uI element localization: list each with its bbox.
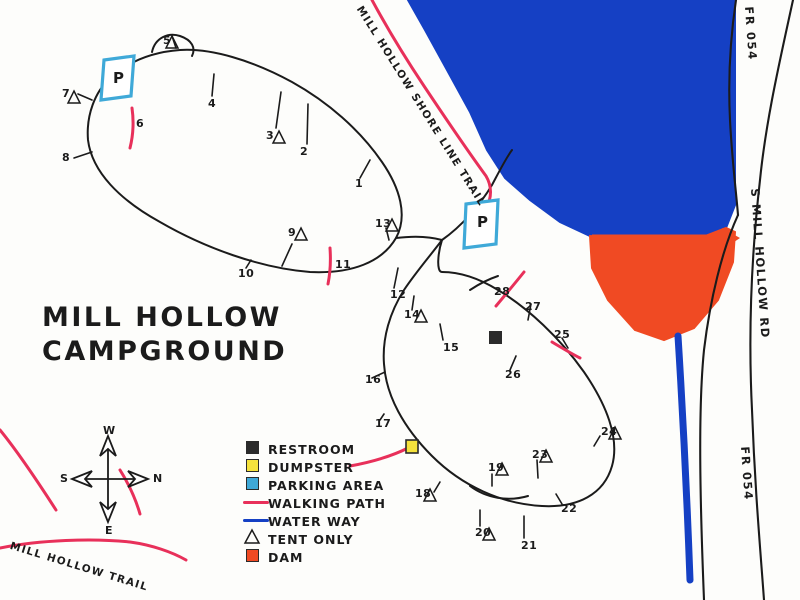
site-label-12: 12	[390, 288, 407, 301]
legend-restroom-swatch	[246, 441, 259, 454]
legend-walking-path-line	[243, 501, 269, 504]
site-label-16: 16	[365, 373, 382, 386]
road-network-east	[699, 0, 795, 600]
water-body	[406, 0, 736, 242]
parking-marker-north[interactable]	[99, 54, 136, 102]
restroom-marker[interactable]	[489, 331, 502, 344]
parking-label-north: P	[113, 69, 125, 87]
site-label-18: 18	[415, 487, 432, 500]
compass-label-left: S	[60, 472, 69, 485]
site-label-6: 6	[136, 117, 145, 130]
site-label-8: 8	[62, 151, 71, 164]
legend-label-water-way: WATER WAY	[268, 514, 361, 529]
site-label-21: 21	[521, 539, 538, 552]
legend-dumpster-swatch	[246, 459, 259, 472]
walking-paths	[0, 0, 582, 562]
page-title-line1: MILL HOLLOW	[42, 302, 282, 333]
compass-label-top: W	[103, 424, 116, 437]
site-label-14: 14	[404, 308, 421, 321]
site-label-17: 17	[375, 417, 392, 430]
tent-only-glyphs	[66, 34, 623, 541]
campground-loop-roads	[86, 33, 616, 508]
compass-rose	[69, 433, 151, 525]
legend-label-tent-only: TENT ONLY	[268, 532, 354, 547]
compass-label-right: N	[153, 472, 163, 485]
parking-label-south: P	[477, 213, 489, 231]
site-label-3: 3	[266, 129, 275, 142]
legend-label-parking: PARKING AREA	[268, 478, 385, 493]
site-label-15: 15	[443, 341, 460, 354]
site-label-19: 19	[488, 461, 505, 474]
tent-only-glyph-legend	[243, 528, 261, 544]
site-label-23: 23	[532, 448, 549, 461]
site-label-7: 7	[62, 87, 71, 100]
site-label-4: 4	[208, 97, 217, 110]
parking-marker-south[interactable]	[462, 198, 500, 250]
site-label-20: 20	[475, 526, 492, 539]
site-label-2: 2	[300, 145, 309, 158]
legend-parking-swatch	[246, 477, 259, 490]
site-label-10: 10	[238, 267, 255, 280]
water-outflow	[674, 332, 694, 584]
site-label-24: 24	[601, 425, 618, 438]
site-label-27: 27	[525, 300, 542, 313]
compass-label-bottom: E	[105, 524, 114, 537]
site-label-9: 9	[288, 226, 297, 239]
legend-dam-swatch	[246, 549, 259, 562]
dam-area	[588, 226, 740, 342]
site-label-25: 25	[554, 328, 571, 341]
site-label-28: 28	[494, 285, 511, 298]
legend-label-dam: DAM	[268, 550, 304, 565]
site-label-13: 13	[375, 217, 392, 230]
legend-water-way-line	[243, 519, 269, 522]
dumpster-marker[interactable]	[405, 439, 419, 454]
legend-label-restroom: RESTROOM	[268, 442, 356, 457]
legend-label-dumpster: DUMPSTER	[268, 460, 354, 475]
site-label-1: 1	[355, 177, 364, 190]
legend-label-walking-path: WALKING PATH	[268, 496, 386, 511]
site-label-5: 5	[163, 34, 172, 47]
site-label-22: 22	[561, 502, 578, 515]
site-label-26: 26	[505, 368, 522, 381]
page-title-line2: CAMPGROUND	[42, 336, 288, 367]
site-label-11: 11	[335, 258, 352, 271]
